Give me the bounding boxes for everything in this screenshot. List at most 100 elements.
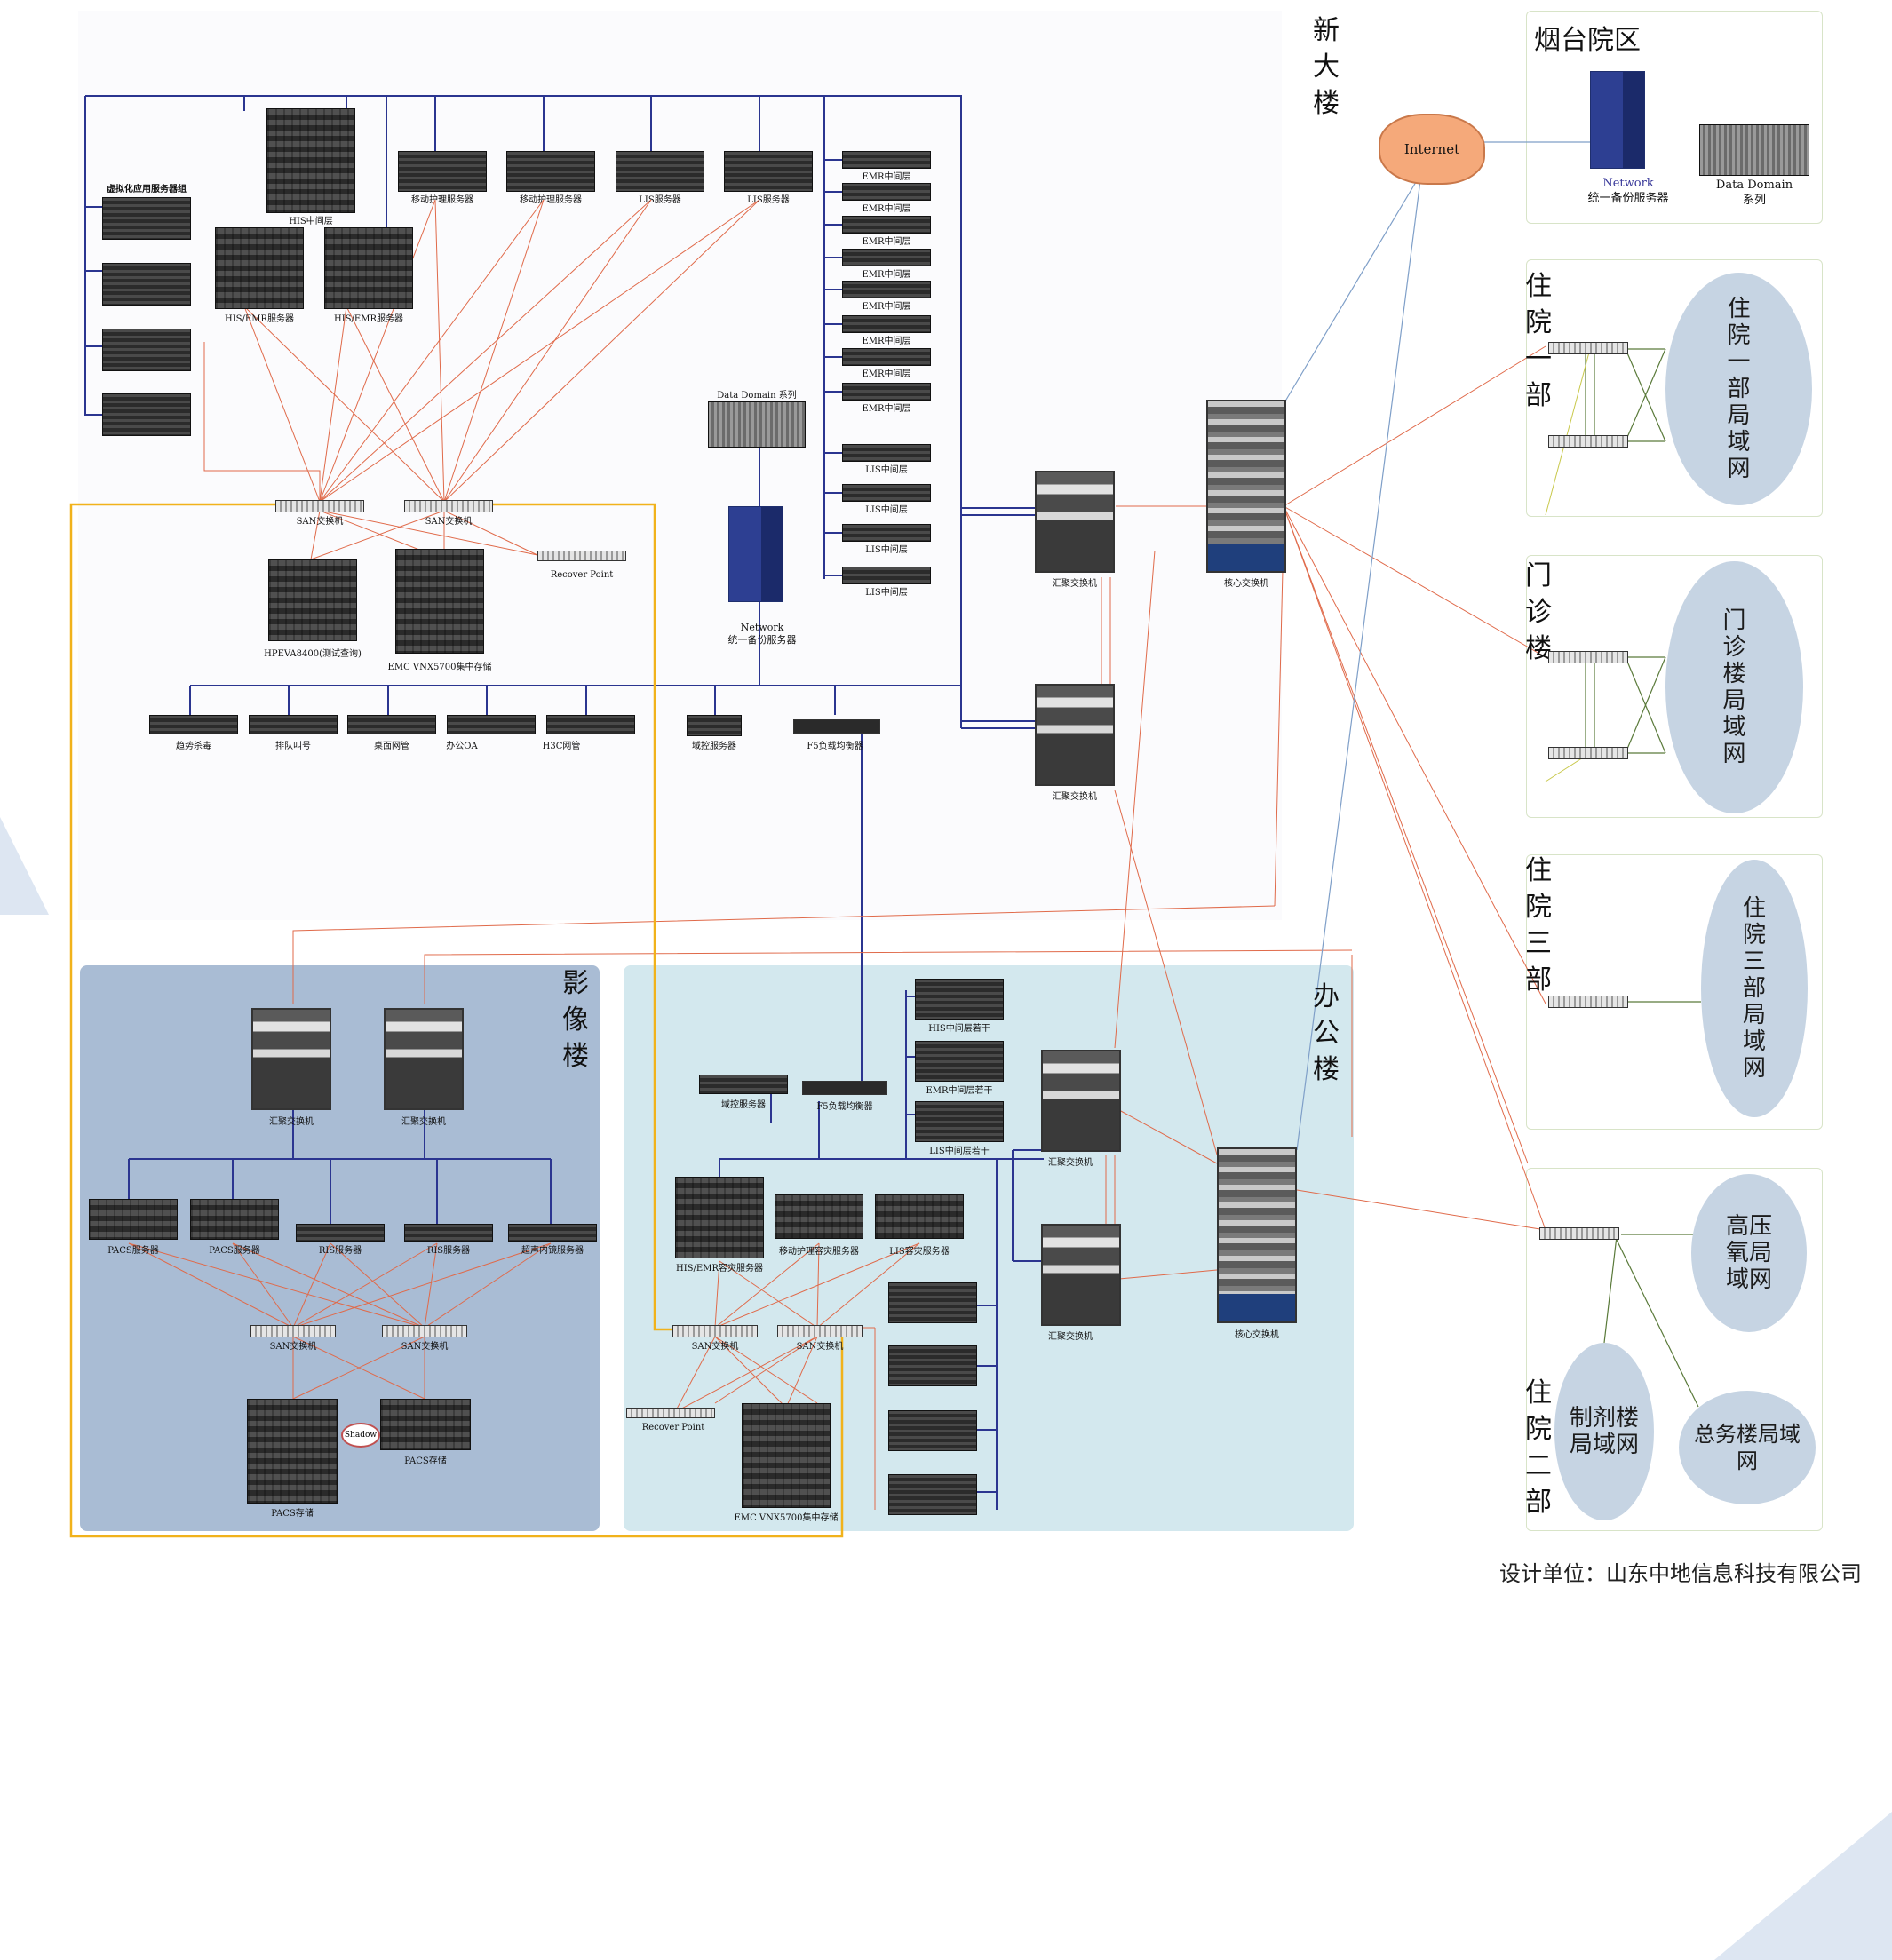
label-emr-mid: EMR中间层 [862,404,911,414]
office-core-switch [1217,1147,1297,1323]
mobile-nursing-server-2 [506,151,595,192]
office-recover-point [626,1408,715,1418]
label-emr-mid: EMR中间层 [862,237,911,247]
hpeva-storage [268,559,357,641]
imaging-building-panel [80,965,600,1531]
emr-mid-server [842,383,931,401]
office-lis-mid-servers [915,1101,1004,1142]
imaging-san-switch-1 [250,1325,336,1337]
aggregation-switch-2 [1035,684,1115,786]
virtual-server-3 [102,329,191,371]
mobile-nursing-server-1 [398,151,487,192]
office-mobile-dr-server [775,1194,863,1239]
label-ris-1: RIS服务器 [318,1246,362,1256]
label-emr-mid: EMR中间层 [862,172,911,182]
label-imaging-agg-1: 汇聚交换机 [269,1117,314,1127]
label-lis-mid: LIS中间层 [865,588,908,598]
access-switch [1548,996,1628,1008]
data-domain-appliance [708,401,806,448]
office-lis-dr-server [875,1194,964,1239]
label-recover-point: Recover Point [550,570,614,580]
label-ultrasound: 超声内镜服务器 [521,1246,584,1256]
lan-hyperbaric: 高压氧局域网 [1691,1174,1807,1332]
label-office-mobile-dr: 移动护理容灾服务器 [779,1247,859,1257]
label-his-emr-1: HIS/EMR服务器 [225,314,294,324]
label-oa: 办公OA [446,742,478,751]
label-his-emr-2: HIS/EMR服务器 [334,314,403,324]
label-his-mid: HIS中间层 [289,217,333,226]
label-office-core: 核心交换机 [1235,1330,1279,1340]
designer-credit: 设计单位：山东中地信息科技有限公司 [1499,1561,1862,1586]
backup-server-tower [728,506,783,602]
inpatient-3-zone [1526,854,1823,1130]
label-office-lis-mid: LIS中间层若干 [929,1147,990,1156]
office-domain-controller [699,1075,788,1094]
office-san-switch-2 [777,1325,863,1337]
label-lis-mid: LIS中间层 [865,465,908,475]
label-imaging-san-1: SAN交换机 [269,1342,317,1352]
lan-general-affairs: 总务楼局域网 [1679,1391,1816,1504]
emr-mid-server [842,281,931,298]
yantai-zone [1526,11,1823,224]
label-desktop: 桌面网管 [374,742,409,751]
virtual-server-1 [102,197,191,240]
virtual-server-2 [102,263,191,306]
lan-outpatient: 门诊楼局域网 [1665,561,1803,813]
label-agg-1: 汇聚交换机 [1053,579,1097,589]
san-switch-1 [275,500,364,512]
label-san-2: SAN交换机 [425,517,473,527]
label-data-domain: Data Domain 系列 [717,391,797,401]
heading-new-building: 新大楼 [1313,15,1340,119]
h3c-mgmt-server [546,715,635,734]
label-pacs-1: PACS服务器 [107,1246,159,1256]
queue-server [249,715,338,734]
pacs-server-2 [190,1199,279,1240]
label-queue: 排队叫号 [275,742,311,751]
label-office-lis-dr: LIS容灾服务器 [889,1247,950,1257]
label-hpeva: HPEVA8400(测试查询) [264,649,362,659]
recover-point-appliance [537,551,626,561]
label-pacs-store-1: PACS存储 [271,1509,314,1519]
office-his-emr-dr-server [675,1177,764,1258]
imaging-san-switch-2 [382,1325,467,1337]
emr-mid-server [842,151,931,169]
label-ris-2: RIS服务器 [426,1246,471,1256]
label-lis-server-1: LIS服务器 [639,195,681,205]
label-emc: EMC VNX5700集中存储 [387,663,492,672]
label-virtual-group: 虚拟化应用服务器组 [107,185,187,194]
oa-server [447,715,536,734]
office-f5-load-balancer [802,1081,887,1095]
label-domain-ctrl: 域控服务器 [692,742,736,751]
emr-mid-server [842,216,931,234]
ris-server-2 [404,1224,493,1242]
office-server-a [888,1282,977,1323]
san-switch-2 [404,500,493,512]
label-antivirus: 趋势杀毒 [176,742,211,751]
label-office-recover-point: Recover Point [641,1423,705,1432]
label-emr-mid: EMR中间层 [862,302,911,312]
label-san-1: SAN交换机 [296,517,344,527]
his-emr-server-1 [215,227,304,309]
label-lis-mid: LIS中间层 [865,545,908,555]
emr-mid-server [842,183,931,201]
lan-inpatient-3: 住院三部局域网 [1701,860,1808,1117]
pacs-storage-2 [380,1399,471,1450]
access-switch [1548,651,1628,663]
heading-inpatient-3: 住院三部 [1525,855,1552,996]
f5-load-balancer [793,719,880,734]
heading-outpatient: 门诊楼 [1525,560,1552,664]
label-office-agg-1: 汇聚交换机 [1048,1158,1093,1168]
office-emr-mid-servers [915,1041,1004,1082]
office-emc-storage [742,1403,831,1508]
backup-server-tower [1590,71,1645,169]
office-server-b [888,1345,977,1386]
access-switch [1548,435,1628,448]
virtual-server-4 [102,393,191,436]
label-office-emc: EMC VNX5700集中存储 [734,1513,839,1523]
label-office-emr-mid: EMR中间层若干 [926,1086,993,1096]
inpatient-1-zone [1526,259,1823,517]
